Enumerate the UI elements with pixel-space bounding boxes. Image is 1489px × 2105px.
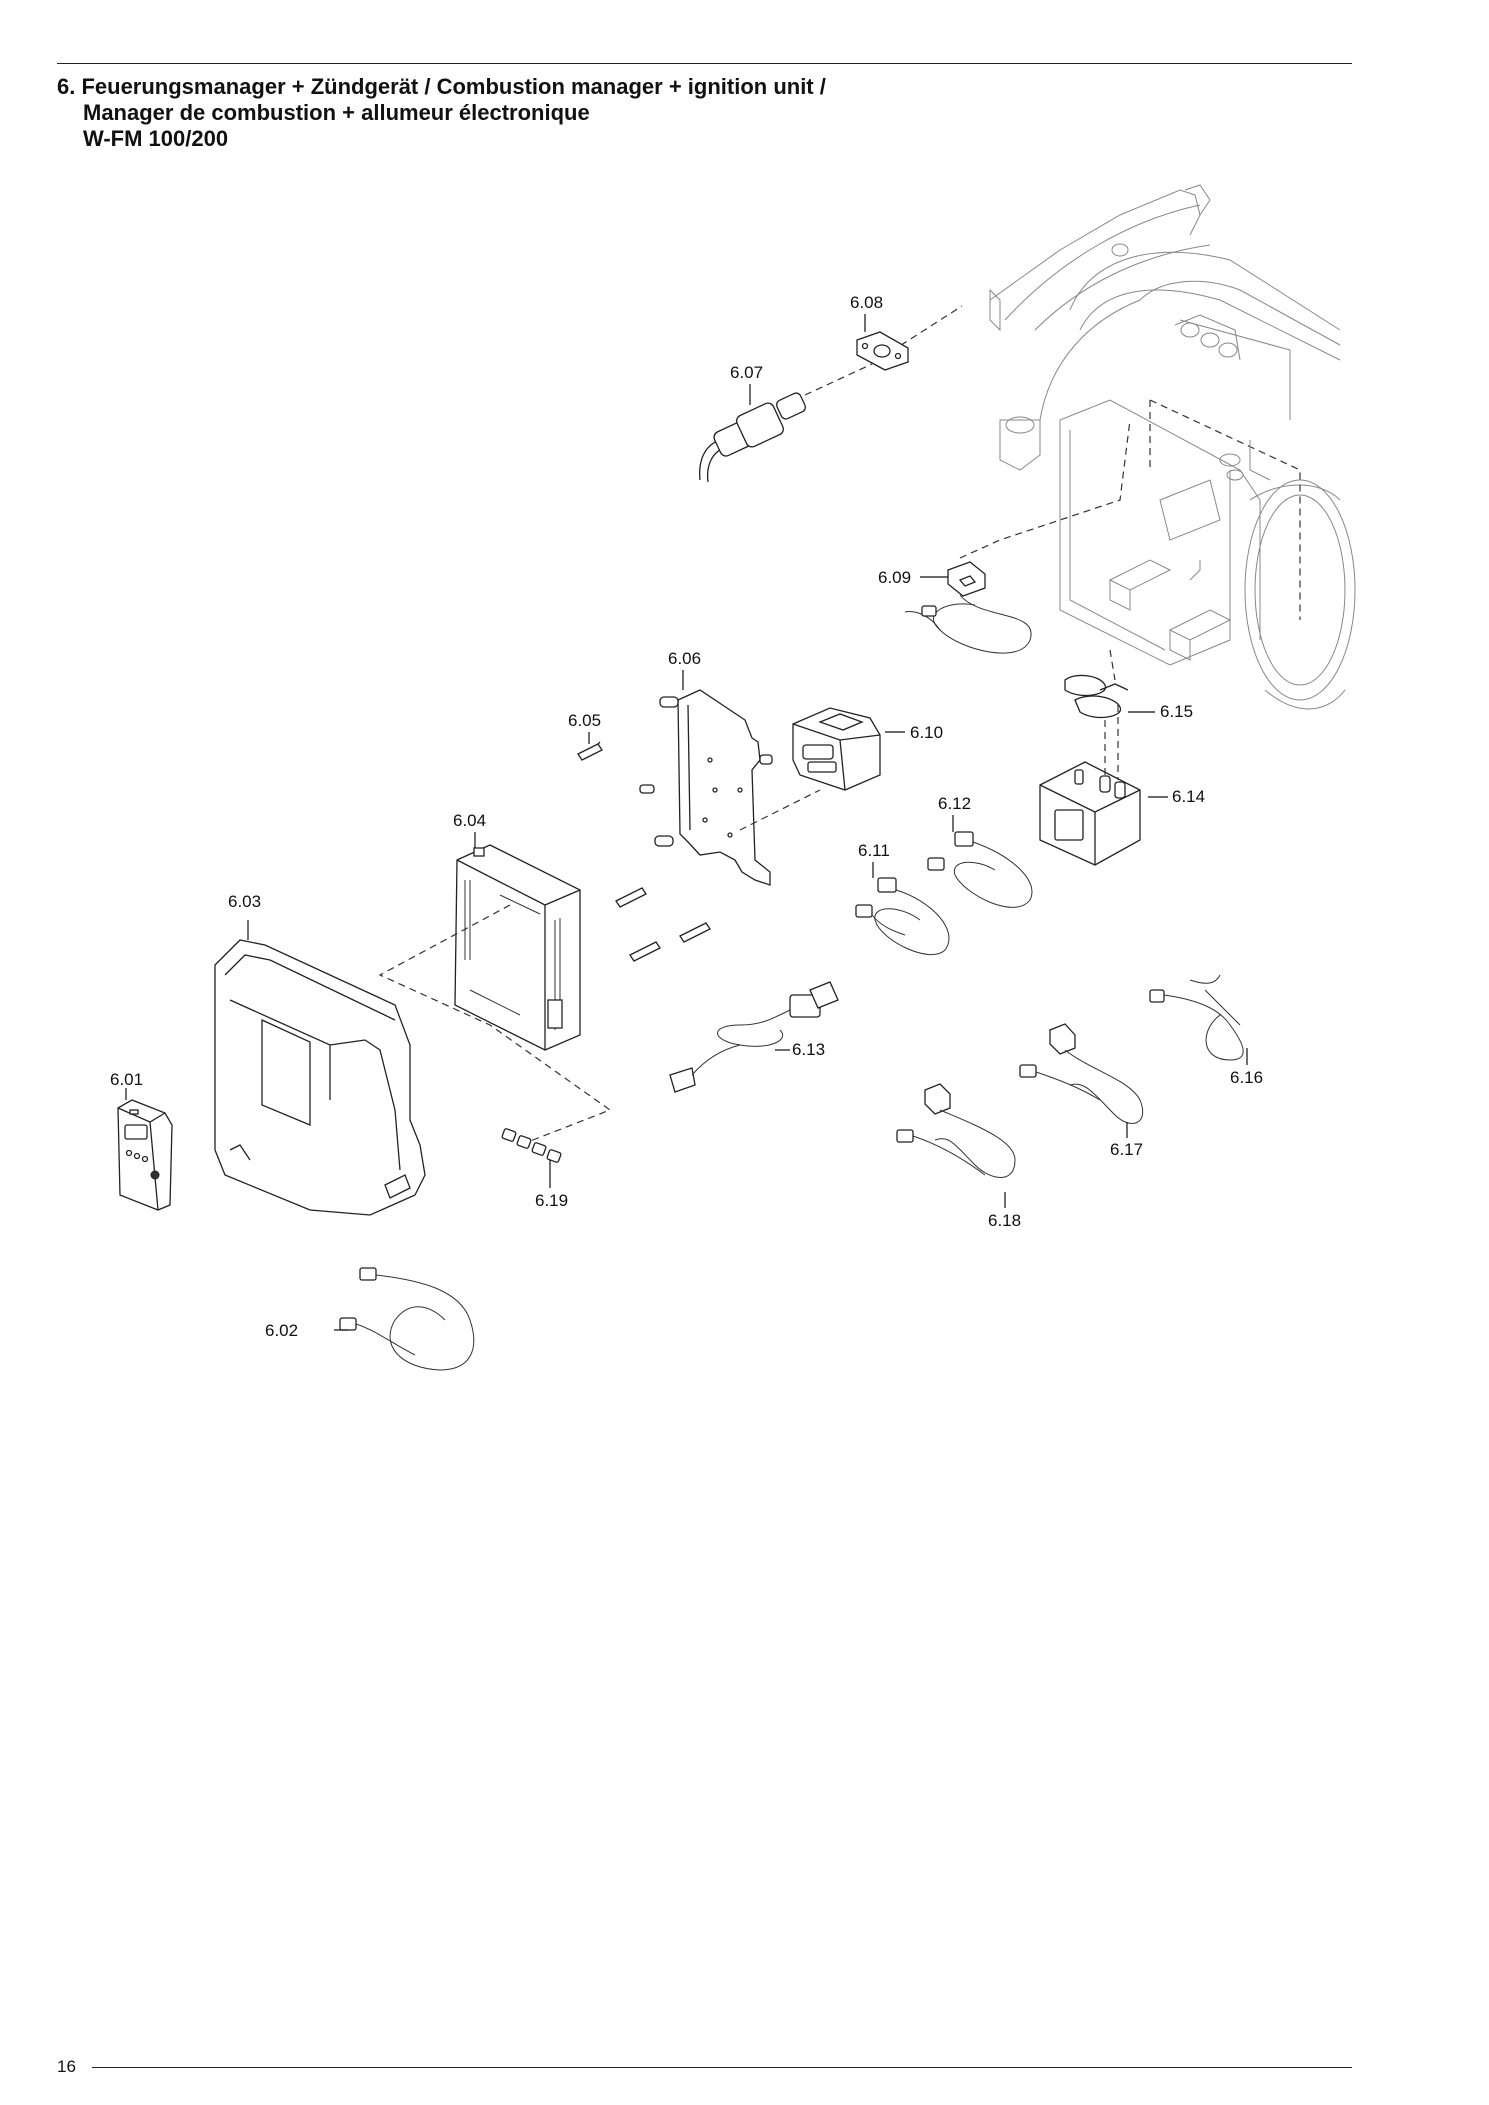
label-615: 6.15 — [1160, 702, 1193, 721]
part-604-control-unit — [378, 844, 612, 1146]
part-607-flame-sensor — [699, 305, 963, 483]
part-606-mounting-plate — [639, 689, 821, 886]
label-619: 6.19 — [535, 1191, 568, 1210]
label-613: 6.13 — [792, 1040, 825, 1059]
part-608-holder — [856, 331, 909, 371]
label-614: 6.14 — [1172, 787, 1205, 806]
label-609: 6.09 — [878, 568, 911, 587]
title-line-3: W-FM 100/200 — [83, 126, 229, 151]
title-line-2: Manager de combustion + allumeur électro… — [83, 100, 590, 125]
part-603-cover — [214, 939, 426, 1216]
label-611: 6.11 — [858, 841, 890, 860]
part-601-display-module — [117, 1099, 173, 1211]
part-602-cable — [339, 1267, 475, 1371]
label-618: 6.18 — [988, 1211, 1021, 1230]
title-line-1: 6. Feuerungsmanager + Zündgerät / Combus… — [57, 74, 826, 99]
label-617: 6.17 — [1110, 1140, 1143, 1159]
label-612: 6.12 — [938, 794, 971, 813]
label-616: 6.16 — [1230, 1068, 1263, 1087]
leader-lines — [125, 314, 1248, 1331]
part-619-plugs — [501, 1128, 562, 1163]
label-610: 6.10 — [910, 723, 943, 742]
bottom-rule — [92, 2067, 1352, 2068]
label-602: 6.02 — [265, 1321, 298, 1340]
label-605: 6.05 — [568, 711, 601, 730]
top-rule — [57, 63, 1352, 64]
part-610-transformer — [792, 707, 881, 791]
part-618-cable — [896, 1083, 1016, 1178]
part-612-cable — [927, 831, 1033, 908]
callout-labels: 6.01 6.02 6.03 6.04 6.05 6.06 6.07 6.08 … — [110, 293, 1263, 1340]
part-611-cable — [855, 877, 950, 956]
label-608: 6.08 — [850, 293, 883, 312]
part-614-ignition-unit — [1039, 761, 1141, 866]
label-603: 6.03 — [228, 892, 261, 911]
label-604: 6.04 — [453, 811, 486, 830]
label-607: 6.07 — [730, 363, 763, 382]
part-613-harness — [669, 981, 839, 1093]
part-616-cable — [1149, 974, 1244, 1061]
page-title: 6. Feuerungsmanager + Zündgerät / Combus… — [57, 74, 826, 152]
part-605-spacers — [577, 741, 711, 962]
part-615-ignition-cables — [1064, 649, 1129, 780]
part-617-cable — [1019, 1023, 1144, 1124]
part-609-cable — [904, 419, 1131, 654]
burner-housing — [989, 184, 1356, 710]
label-601: 6.01 — [110, 1070, 143, 1089]
page-number: 16 — [57, 2057, 76, 2076]
label-606: 6.06 — [668, 649, 701, 668]
